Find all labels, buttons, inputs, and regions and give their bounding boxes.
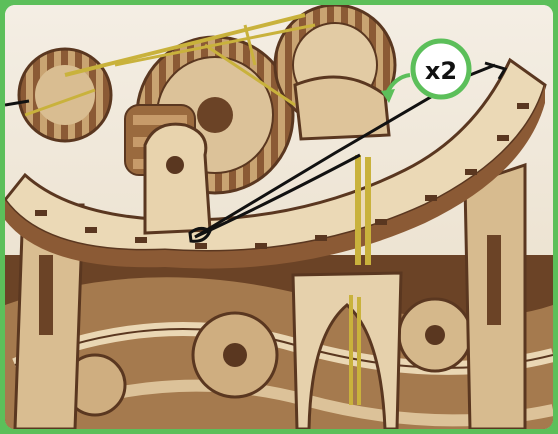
- right-support-column: [465, 165, 525, 429]
- assembly-photo: x2: [5, 5, 553, 429]
- quantity-badge: x2: [413, 41, 469, 97]
- mechanism-illustration: x2: [5, 5, 553, 429]
- badge-label: x2: [425, 57, 457, 85]
